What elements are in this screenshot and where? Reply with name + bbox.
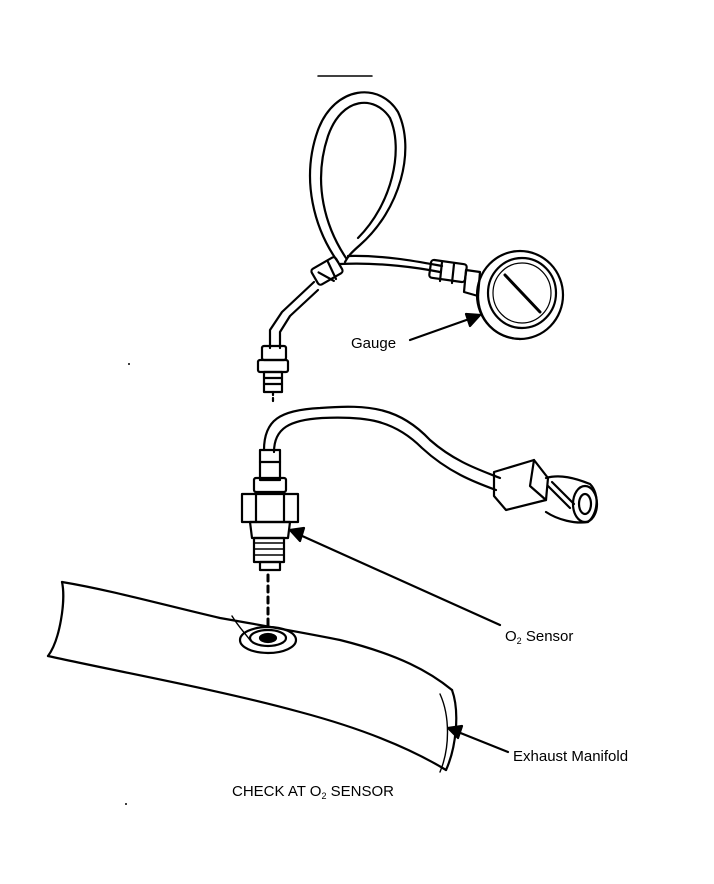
exhaust-manifold-label: Exhaust Manifold <box>513 748 629 765</box>
o2-label-suffix: Sensor <box>521 628 574 645</box>
o2-sensor-arrow <box>288 526 502 627</box>
gauge-hose <box>308 91 444 274</box>
adapter-fitting <box>256 344 290 404</box>
speck <box>128 363 130 365</box>
exhaust-arrow <box>446 724 510 754</box>
o2-label-subscript: 2 <box>516 636 522 646</box>
hose-fitting-left <box>310 256 344 286</box>
rigid-pipe <box>268 280 320 350</box>
sensor-connector <box>492 458 599 524</box>
gauge-label: Gauge <box>351 335 397 352</box>
exhaust-manifold <box>46 580 458 773</box>
gauge-arrow <box>408 312 482 342</box>
caption-subscript: 2 <box>321 791 327 801</box>
speck <box>125 803 127 805</box>
o2-sensor <box>240 448 300 572</box>
gauge-dial <box>462 249 565 341</box>
caption-suffix: SENSOR <box>326 783 394 800</box>
caption-prefix: CHECK AT O <box>232 783 322 800</box>
o2-sensor-label: O2 Sensor <box>505 628 573 646</box>
sensor-wire <box>262 405 502 492</box>
o2-label-prefix: O <box>505 628 517 645</box>
figure-caption: CHECK AT O2 SENSOR <box>232 783 394 801</box>
